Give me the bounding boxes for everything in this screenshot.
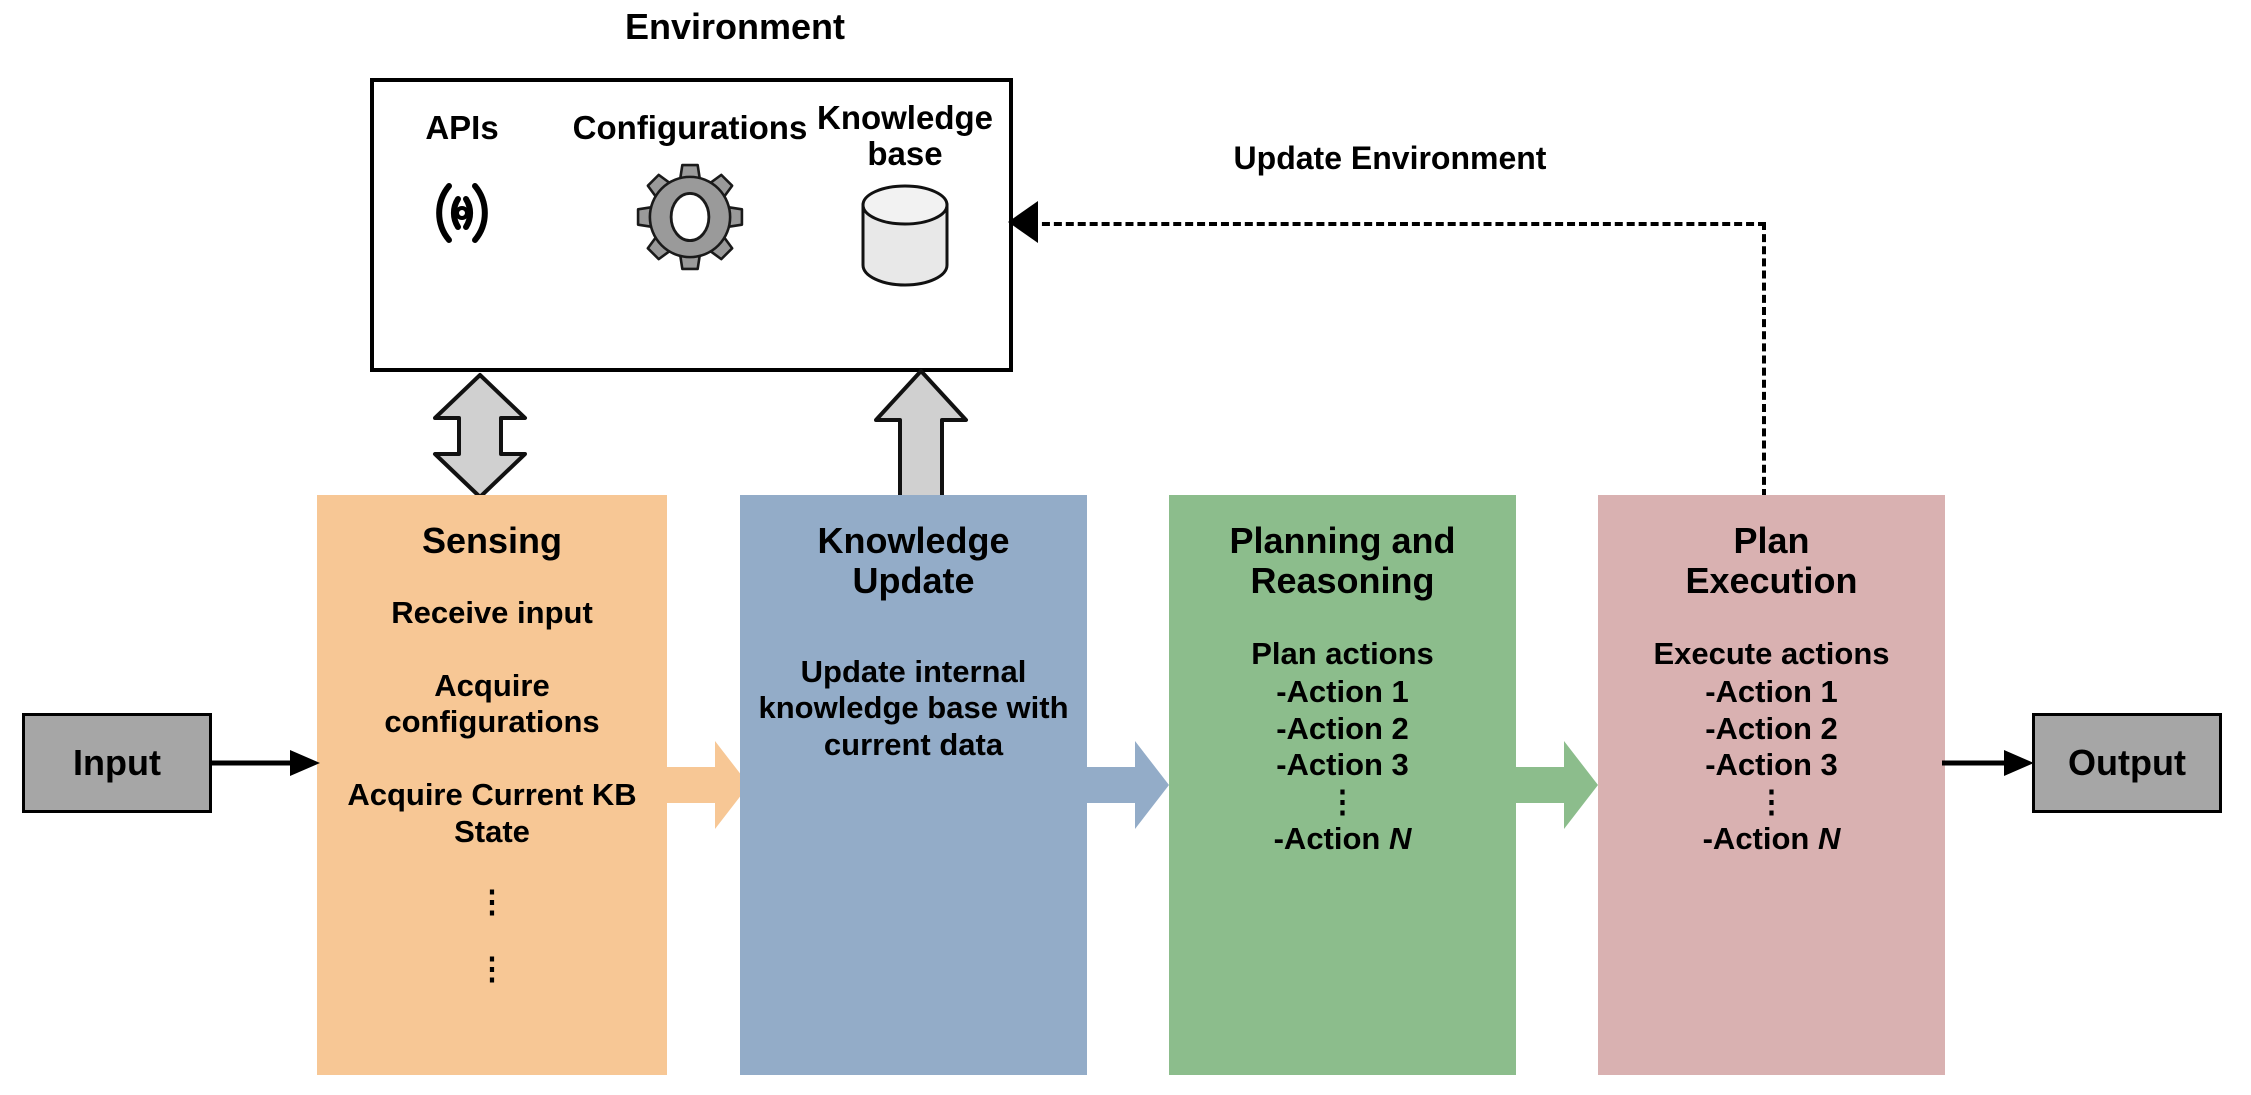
planning-action-n-symbol: N <box>1388 820 1412 856</box>
execution-action-1: -Action 1 <box>1705 674 1838 710</box>
update-environment-dashed-line-horizontal <box>1030 222 1766 226</box>
stage-box-sensing: Sensing Receive input Acquire configurat… <box>317 495 667 1075</box>
stage-title-knowledge-update: Knowledge Update <box>750 520 1077 602</box>
block-arrow-knowledge-to-planning <box>1087 735 1169 835</box>
input-label: Input <box>73 742 161 783</box>
environment-item-configurations: Configurations <box>540 110 840 276</box>
execution-body-heading: Execute actions <box>1653 635 1890 671</box>
input-box: Input <box>22 713 212 813</box>
stage-title-knowledge-update-line1: Knowledge <box>817 520 1010 561</box>
arrow-execution-to-output <box>1942 750 2034 776</box>
update-environment-arrowhead-icon <box>1008 201 1038 243</box>
planning-ellipsis: ⋮ <box>1327 783 1358 819</box>
output-box: Output <box>2032 713 2222 813</box>
execution-action-2: -Action 2 <box>1705 710 1838 746</box>
block-arrow-planning-to-execution <box>1516 735 1598 835</box>
stage-box-planning-and-reasoning: Planning and Reasoning Plan actions -Act… <box>1169 495 1516 1075</box>
stage-box-plan-execution: Plan Execution Execute actions -Action 1… <box>1598 495 1945 1075</box>
bidirectional-gray-arrow-icon <box>421 372 539 500</box>
sensing-ellipsis-2: ⋮ <box>476 951 508 987</box>
update-environment-dashed-line-vertical <box>1762 222 1766 497</box>
stage-body-sensing: Receive input Acquire configurations Acq… <box>327 595 657 984</box>
execution-action-n-prefix: -Action <box>1702 820 1818 856</box>
planning-action-2: -Action 2 <box>1276 710 1409 746</box>
output-label: Output <box>2068 742 2186 783</box>
environment-item-knowledge-base: Knowledge base <box>800 100 1010 287</box>
database-cylinder-icon <box>800 183 1010 287</box>
update-environment-label: Update Environment <box>1233 140 1547 176</box>
environment-item-apis: APIs <box>382 110 542 268</box>
arrow-input-to-sensing <box>212 750 320 776</box>
sensing-item-0: Receive input <box>391 595 593 631</box>
wireless-signal-icon <box>382 158 542 268</box>
planning-body-heading: Plan actions <box>1251 635 1434 671</box>
stage-title-execution-line2: Execution <box>1685 560 1858 602</box>
stage-box-knowledge-update: Knowledge Update Update internal knowled… <box>740 495 1087 1075</box>
sensing-item-1: Acquire configurations <box>384 667 600 740</box>
knowledge-base-label-line1: Knowledge <box>816 99 993 136</box>
sensing-item-2: Acquire Current KB State <box>347 777 637 849</box>
up-gray-arrow-icon <box>862 368 980 502</box>
stage-title-planning-line2: Reasoning <box>1250 560 1435 602</box>
stage-body-knowledge-update: Update internal knowledge base with curr… <box>750 654 1077 764</box>
stage-body-planning: Plan actions -Action 1 -Action 2 -Action… <box>1179 636 1506 857</box>
execution-action-n-symbol: N <box>1817 820 1841 856</box>
sensing-ellipsis-1: ⋮ <box>476 884 508 920</box>
execution-action-3: -Action 3 <box>1705 747 1838 783</box>
block-arrow-sensing-to-knowledge <box>667 735 749 835</box>
stage-title-planning-line1: Planning and <box>1229 520 1456 561</box>
stage-title-knowledge-update-line2: Update <box>852 560 975 602</box>
environment-title: Environment <box>624 6 846 47</box>
gear-icon <box>540 158 840 276</box>
execution-action-list: -Action 1 -Action 2 -Action 3 ⋮ -Action … <box>1608 674 1935 857</box>
knowledge-base-label: Knowledge base <box>800 100 1010 171</box>
stage-title-execution-line1: Plan <box>1733 520 1810 561</box>
execution-ellipsis: ⋮ <box>1756 783 1787 819</box>
stage-title-execution: Plan Execution <box>1608 520 1935 602</box>
knowledge-base-label-line2: base <box>867 134 943 172</box>
planning-action-n-prefix: -Action <box>1273 820 1389 856</box>
planning-action-1: -Action 1 <box>1276 674 1409 710</box>
planning-action-list: -Action 1 -Action 2 -Action 3 ⋮ -Action … <box>1179 674 1506 857</box>
configurations-label: Configurations <box>572 109 808 146</box>
apis-label: APIs <box>425 109 499 146</box>
knowledge-update-item-0: Update internal knowledge base with curr… <box>758 653 1069 762</box>
stage-title-planning: Planning and Reasoning <box>1179 520 1506 602</box>
execution-action-n: -Action N <box>1608 821 1935 858</box>
planning-action-n: -Action N <box>1179 821 1506 858</box>
stage-body-execution: Execute actions -Action 1 -Action 2 -Act… <box>1608 636 1935 857</box>
stage-title-sensing: Sensing <box>421 520 563 561</box>
planning-action-3: -Action 3 <box>1276 747 1409 783</box>
